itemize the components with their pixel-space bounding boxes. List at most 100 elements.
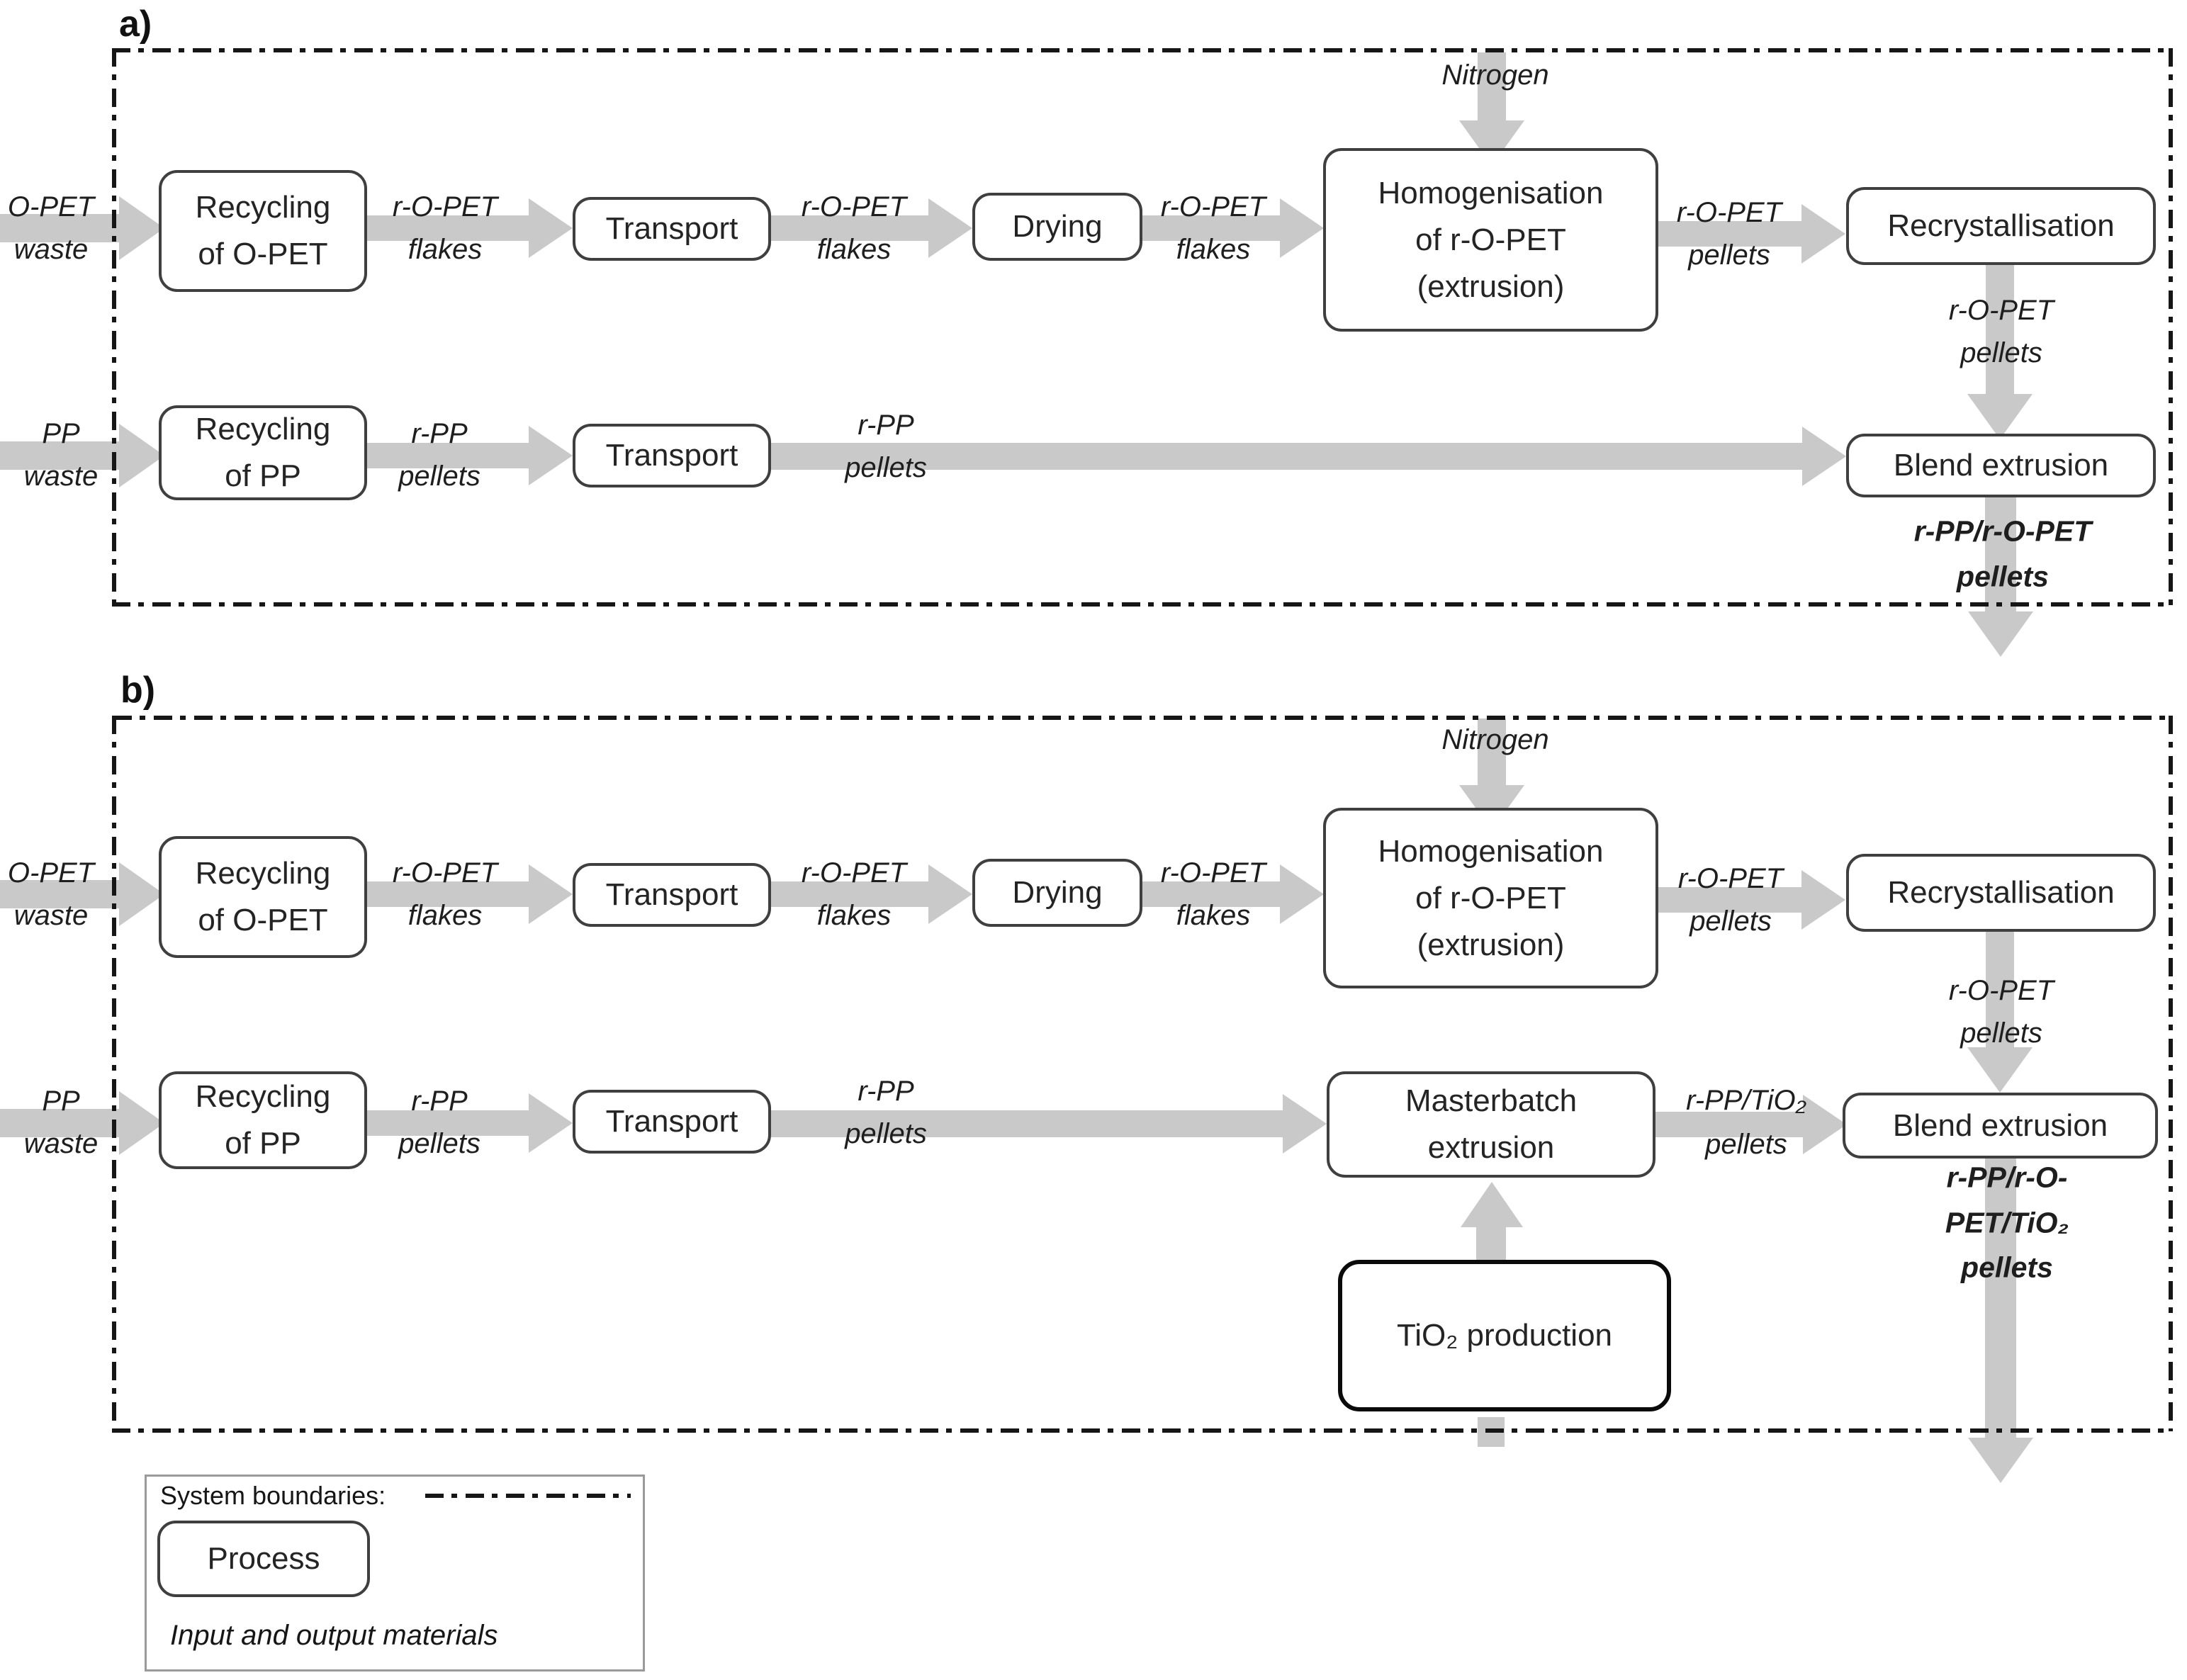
material-label-nitrogen-b: Nitrogen: [1441, 724, 1549, 755]
arrow-pp-waste-a-bar: [0, 441, 120, 470]
legend-box: [145, 1475, 645, 1671]
arrow-homog-recryst-a-bar: [1658, 221, 1803, 247]
arrow-homog-recryst-b-head: [1801, 870, 1845, 930]
system-boundary-a-bottom: [112, 602, 2171, 607]
arrow-opet-waste-a-bar: [0, 214, 120, 242]
process-box-transport1-b: Transport: [573, 863, 771, 927]
arrow-opet-waste-b-bar: [0, 880, 120, 908]
material-label-flakes2-a: r-O-PET flakes: [801, 191, 907, 265]
process-box-transport2-b: Transport: [573, 1090, 771, 1154]
process-box-transport2-a: Transport: [573, 424, 771, 487]
process-box-homogenisation-a: Homogenisation of r-O-PET (extrusion): [1323, 148, 1658, 332]
process-box-recycling-opet-b: Recycling of O-PET: [159, 836, 367, 958]
material-label-flakes2-b: r-O-PET flakes: [801, 857, 907, 931]
arrow-masterbatch-blend-b-head: [1803, 1095, 1847, 1154]
arrow-recryst-blend-a-head: [1967, 394, 2033, 439]
legend-boundary-sample: [425, 1494, 631, 1498]
process-box-masterbatch-b: Masterbatch extrusion: [1327, 1071, 1655, 1178]
arrow-transport-masterbatch-b-bar: [771, 1110, 1284, 1137]
process-box-recycling-pp-a: Recycling of PP: [159, 405, 367, 500]
process-box-blend-extrusion-b: Blend extrusion: [1843, 1093, 2158, 1158]
arrow-drying-homog-b-head: [1280, 864, 1324, 924]
arrow-nitrogen-b-bar: [1478, 718, 1506, 787]
material-label-mb-pellets-b: r-PP/TiO₂ pellets: [1686, 1085, 1806, 1160]
arrow-recryst-blend-b-head: [1967, 1047, 2033, 1093]
section-a-tag: a): [119, 4, 152, 45]
system-boundary-a-top: [112, 48, 2171, 52]
arrow-pp-waste-b-bar: [0, 1109, 120, 1137]
output-label-a: r-PP/r-O-PET pellets: [1913, 514, 2092, 592]
arrow-pp-waste-b-head: [119, 1091, 164, 1155]
arrow-recycling-transport-b-bar: [367, 881, 530, 907]
arrow-recryst-blend-b-bar: [1986, 932, 2014, 1049]
arrow-masterbatch-blend-b-bar: [1655, 1112, 1804, 1137]
arrow-homog-recryst-b-bar: [1658, 887, 1803, 913]
arrow-output-b-bar: [1985, 1158, 2016, 1439]
system-boundary-a-right: [2169, 48, 2173, 605]
output-label-b: r-PP/r-O-PET/TiO₂ pellets: [1945, 1161, 2069, 1284]
arrow-transport-drying-b-bar: [771, 881, 930, 907]
material-label-pellets-homog-a: r-O-PET pellets: [1676, 197, 1782, 271]
system-boundary-b-right: [2169, 716, 2173, 1431]
process-box-transport1-a: Transport: [573, 197, 771, 261]
legend-process-box: Process: [157, 1521, 370, 1597]
system-boundary-b-bottom: [112, 1428, 2171, 1433]
arrow-tio2-masterbatch-b-head: [1461, 1182, 1523, 1227]
process-box-recycling-pp-b: Recycling of PP: [159, 1071, 367, 1169]
arrow-homog-recryst-a-head: [1801, 204, 1845, 264]
material-label-opet-waste-a: O-PET waste: [7, 191, 95, 265]
process-box-recrystallisation-b: Recrystallisation: [1846, 854, 2156, 932]
material-label-rpp1-a: r-PP pellets: [398, 418, 480, 492]
arrow-output-a-bar: [1985, 497, 2016, 613]
arrow-drying-homog-b-bar: [1142, 881, 1281, 907]
arrow-drying-homog-a-bar: [1142, 215, 1281, 241]
material-label-flakes1-a: r-O-PET flakes: [392, 191, 498, 265]
material-label-opet-waste-b: O-PET waste: [7, 857, 95, 931]
process-box-recrystallisation-a: Recrystallisation: [1846, 187, 2156, 265]
process-box-drying-b: Drying: [972, 859, 1142, 927]
legend-materials-label: Input and output materials: [170, 1620, 498, 1651]
arrow-recryst-blend-a-bar: [1986, 265, 2014, 395]
arrow-opet-waste-a-head: [119, 196, 164, 260]
arrow-transport-drying-b-head: [928, 864, 972, 924]
material-label-pp-waste-a: PP waste: [23, 418, 99, 492]
arrow-recycling-transport-b-head: [529, 864, 573, 924]
material-label-flakes1-b: r-O-PET flakes: [392, 857, 498, 931]
material-label-rpp1-b: r-PP pellets: [398, 1086, 480, 1159]
arrow-recyclingpp-transport-a-bar: [367, 443, 530, 468]
process-box-drying-a: Drying: [972, 193, 1142, 261]
material-label-flakes3-a: r-O-PET flakes: [1160, 191, 1266, 265]
system-boundary-b-left: [112, 716, 116, 1431]
section-b-tag: b): [120, 670, 156, 711]
process-box-homogenisation-b: Homogenisation of r-O-PET (extrusion): [1323, 808, 1658, 988]
process-box-tio2-production-b: TiO₂ production: [1338, 1260, 1671, 1411]
arrow-recyclingpp-transport-a-head: [529, 426, 573, 485]
arrow-transport-blend-a-head: [1802, 427, 1846, 486]
system-boundary-b-top: [113, 716, 2171, 720]
material-label-pp-waste-b: PP waste: [23, 1086, 99, 1159]
arrow-drying-homog-a-head: [1280, 198, 1324, 258]
arrow-transport-drying-a-head: [928, 198, 972, 258]
material-label-pellets-homog-b: r-O-PET pellets: [1677, 863, 1784, 937]
arrow-transport-masterbatch-b-head: [1283, 1094, 1327, 1154]
arrow-recycling-transport-a-bar: [367, 215, 530, 241]
material-label-nitrogen-a: Nitrogen: [1441, 60, 1549, 91]
material-label-rpp2-a: r-PP pellets: [845, 410, 927, 483]
arrow-opet-waste-b-head: [119, 862, 164, 926]
material-label-pellets-recryst-b: r-O-PET pellets: [1948, 975, 2054, 1049]
material-label-flakes3-b: r-O-PET flakes: [1160, 857, 1266, 931]
arrow-output-a-head: [1968, 611, 2033, 657]
arrow-recyclingpp-transport-b-bar: [367, 1110, 530, 1136]
system-boundary-a-left: [112, 48, 116, 605]
legend-boundaries-label: System boundaries:: [160, 1481, 386, 1510]
material-label-rpp2-b: r-PP pellets: [845, 1076, 927, 1149]
arrow-recyclingpp-transport-b-head: [529, 1093, 573, 1153]
process-box-blend-extrusion-a: Blend extrusion: [1846, 434, 2156, 497]
process-box-recycling-opet-a: Recycling of O-PET: [159, 170, 367, 292]
arrow-transport-blend-a-bar: [771, 443, 1803, 470]
arrow-tio2-masterbatch-b-bar: [1476, 1227, 1506, 1260]
arrow-nitrogen-a-bar: [1478, 52, 1506, 122]
arrow-recycling-transport-a-head: [529, 198, 573, 258]
arrow-transport-drying-a-bar: [771, 215, 930, 241]
